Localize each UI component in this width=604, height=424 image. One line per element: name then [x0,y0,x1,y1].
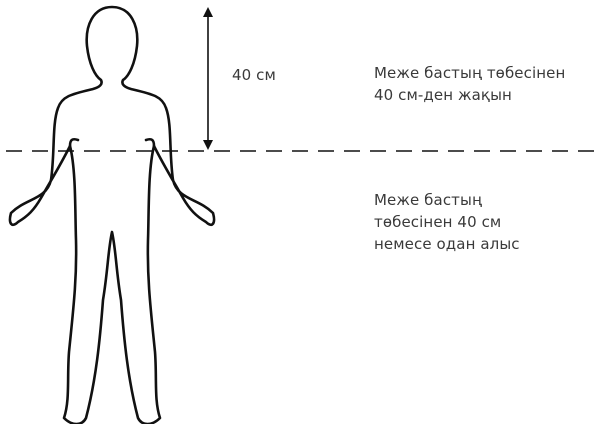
zone-below-line-3: немесе одан алыс [374,233,520,255]
zone-below-label: Меже бастың төбесінен 40 см немесе одан … [374,189,520,255]
measurement-label: 40 см [232,64,276,86]
right-inner-arm-contour [146,139,154,146]
human-figure-outline [10,7,214,424]
left-inner-arm-contour [70,139,78,146]
measurement-value-text: 40 см [232,66,276,84]
zone-above-label: Меже бастың төбесінен 40 см-ден жақын [374,62,565,106]
zone-below-line-2: төбесінен 40 см [374,211,520,233]
zone-below-line-1: Меже бастың [374,189,520,211]
zone-above-line-1: Меже бастың төбесінен [374,62,565,84]
zone-above-line-2: 40 см-ден жақын [374,84,565,106]
